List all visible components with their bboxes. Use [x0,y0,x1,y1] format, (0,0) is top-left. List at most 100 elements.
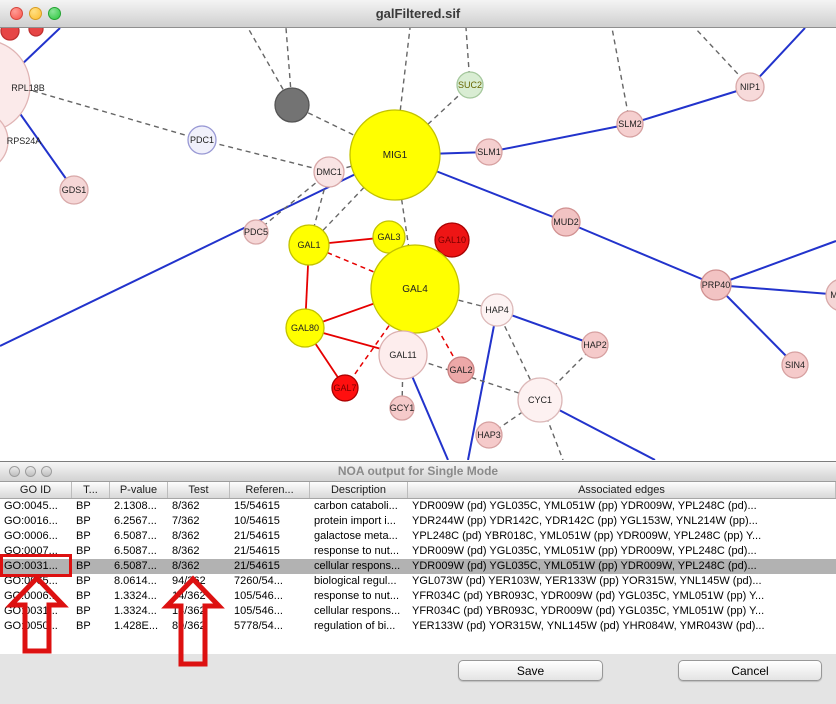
network-node-slm1[interactable] [475,138,503,166]
column-header-test[interactable]: Test [168,482,230,498]
cell-go: GO:0045... [4,500,58,512]
node-label-gal7: GAL7 [333,383,356,393]
network-edge[interactable] [291,104,396,156]
network-node-sin4[interactable] [781,351,809,379]
network-node-gal4[interactable] [370,244,460,334]
network-node-red-node-b[interactable] [28,28,44,37]
network-edge[interactable] [715,284,836,296]
network-node-hap3[interactable] [475,421,503,449]
zoom-button-inactive[interactable] [41,466,52,477]
node-label-dmc1: DMC1 [316,167,342,177]
network-node-hap4[interactable] [480,293,514,327]
noa-window-titlebar[interactable]: NOA output for Single Mode [0,462,836,482]
network-edge[interactable] [467,309,498,460]
cell-type: BP [76,560,91,572]
network-edge[interactable] [611,28,631,125]
node-label-gds1: GDS1 [62,185,87,195]
network-edge[interactable] [629,86,751,125]
network-node-prp40[interactable] [700,269,732,301]
network-node-pdc5[interactable] [243,219,269,245]
cell-assoc: YGL073W (pd) YER103W, YER133W (pp) YOR31… [412,575,762,587]
cell-assoc: YDR244W (pp) YDR142C, YDR142C (pp) YGL15… [412,515,758,527]
network-node-hap2[interactable] [581,331,609,359]
network-node-suc2[interactable] [456,71,484,99]
node-label-msl1: MSL1 [830,290,836,300]
column-header-go[interactable]: GO ID [0,482,72,498]
network-edge[interactable] [715,284,796,366]
cell-type: BP [76,545,91,557]
minimize-button[interactable] [29,7,42,20]
network-node-gal2[interactable] [447,356,475,384]
network-node-gal1[interactable] [288,224,330,266]
minimize-button-inactive[interactable] [25,466,36,477]
node-label-prp40: PRP40 [702,280,731,290]
node-label-cyc1: CYC1 [528,395,552,405]
column-header-desc[interactable]: Description [310,482,408,498]
save-button[interactable]: Save [458,660,603,681]
cell-p: 2.1308... [114,500,157,512]
network-node-rpl18b[interactable] [0,40,31,132]
network-node-rps24a[interactable] [0,111,9,171]
cell-test: 80/362 [172,620,206,632]
cell-p: 1.3324... [114,605,157,617]
network-node-gal7[interactable] [331,374,359,402]
network-edge[interactable] [394,84,471,156]
node-label-slm1: SLM1 [477,147,501,157]
network-edge[interactable] [255,171,330,233]
network-node-pdc1[interactable] [187,125,217,155]
window-title: NOA output for Single Mode [337,464,499,478]
cancel-button[interactable]: Cancel [678,660,822,681]
cell-desc: response to nut... [314,545,399,557]
network-node-gal80[interactable] [285,308,325,348]
network-edge[interactable] [29,89,203,141]
network-node-gal10[interactable] [434,222,470,258]
column-header-ref[interactable]: Referen... [230,482,310,498]
cell-ref: 10/54615 [234,515,280,527]
network-node-gds1[interactable] [59,175,89,205]
cell-desc: carbon cataboli... [314,500,398,512]
column-header-p[interactable]: P-value [110,482,168,498]
network-edge[interactable] [17,28,61,69]
network-node-dmc1[interactable] [313,156,345,188]
cell-p: 8.0614... [114,575,157,587]
network-node-nip1[interactable] [735,72,765,102]
zoom-button[interactable] [48,7,61,20]
network-node-gcy1[interactable] [389,395,415,421]
network-edge[interactable] [414,288,462,371]
network-node-slm2[interactable] [616,110,644,138]
network-edge[interactable] [715,240,836,286]
network-edge[interactable] [496,309,596,346]
cell-go: GO:0016... [4,515,58,527]
network-edge[interactable] [247,28,293,106]
network-node-mig1[interactable] [349,109,441,201]
column-header-assoc[interactable]: Associated edges [408,482,836,498]
network-node-gray-node[interactable] [274,87,310,123]
node-label-sin4: SIN4 [785,360,805,370]
network-edge[interactable] [488,123,631,153]
close-button-inactive[interactable] [9,466,20,477]
network-node-mud2[interactable] [551,207,581,237]
network-edge[interactable] [15,107,75,191]
node-label-gcy1: GCY1 [390,403,415,413]
graph-window-titlebar[interactable]: galFiltered.sif [0,0,836,28]
network-edge[interactable] [201,139,330,173]
close-button[interactable] [10,7,23,20]
column-header-type[interactable]: T... [72,482,110,498]
cell-ref: 21/54615 [234,560,280,572]
network-node-msl1[interactable] [825,279,836,311]
network-node-red-node-a[interactable] [0,28,20,41]
network-node-cyc1[interactable] [517,377,563,423]
network-node-gal11[interactable] [378,330,428,380]
network-edge[interactable] [565,221,717,286]
